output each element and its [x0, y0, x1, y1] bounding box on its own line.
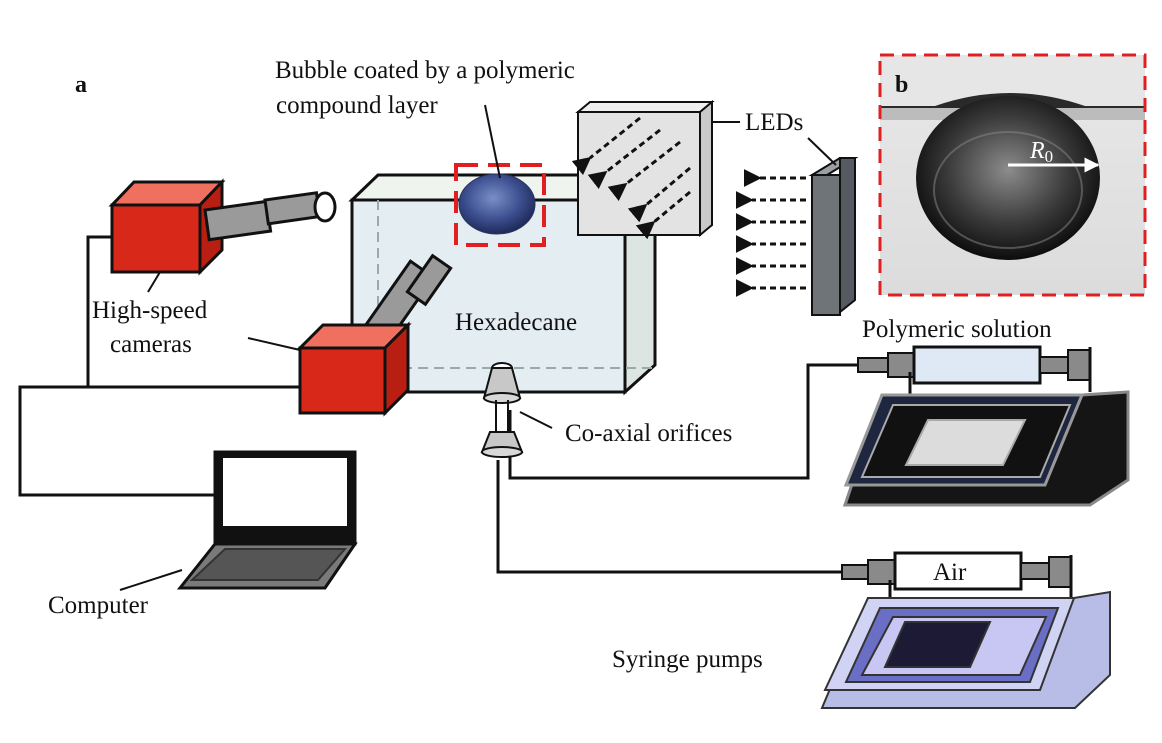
computer-pointer [119, 569, 183, 591]
camera1-cable [86, 235, 300, 389]
air-tube [496, 460, 842, 574]
coaxial-orifices [480, 362, 524, 458]
syringe-pumps-label: Syringe pumps [612, 646, 763, 673]
computer-label: Computer [48, 592, 149, 619]
cameras-label-line1: High-speed [92, 297, 208, 324]
coated-bubble [458, 173, 536, 235]
polymeric-solution-label: Polymeric solution [862, 316, 1052, 343]
camera-top-pointer [147, 271, 161, 293]
cameras-label-line2: cameras [110, 331, 192, 358]
hexadecane-label: Hexadecane [455, 309, 577, 336]
high-speed-camera-bottom [296, 253, 453, 417]
camera-bottom-pointer [247, 337, 301, 351]
polymeric-syringe [857, 345, 1092, 395]
polymeric-pump [842, 390, 1130, 507]
led-front-arrows [735, 169, 806, 297]
panel-a-letter: a [75, 72, 87, 98]
high-speed-camera-top [108, 178, 337, 276]
computer-cable [18, 385, 215, 497]
laptop-computer [176, 450, 358, 590]
panel-b-inset [878, 53, 1147, 297]
leds-label: LEDs [745, 109, 803, 136]
radius-label: R0 [1029, 138, 1053, 166]
bubble-highlight-box [454, 163, 546, 247]
bubble-pointer [484, 104, 501, 179]
air-label: Air [933, 559, 967, 586]
led-back-arrows [571, 116, 691, 240]
droplet [916, 96, 1100, 260]
orifices-label: Co-axial orifices [565, 420, 732, 447]
leds-pointer [807, 137, 837, 166]
orifices-pointer [519, 411, 553, 429]
air-syringe [841, 551, 1073, 600]
panel-b-letter: b [895, 72, 908, 98]
led-panel-front [808, 157, 859, 316]
bubble-label-line2: compound layer [276, 92, 438, 119]
air-pump [820, 590, 1111, 709]
bubble-label-line1: Bubble coated by a polymeric [275, 57, 575, 84]
